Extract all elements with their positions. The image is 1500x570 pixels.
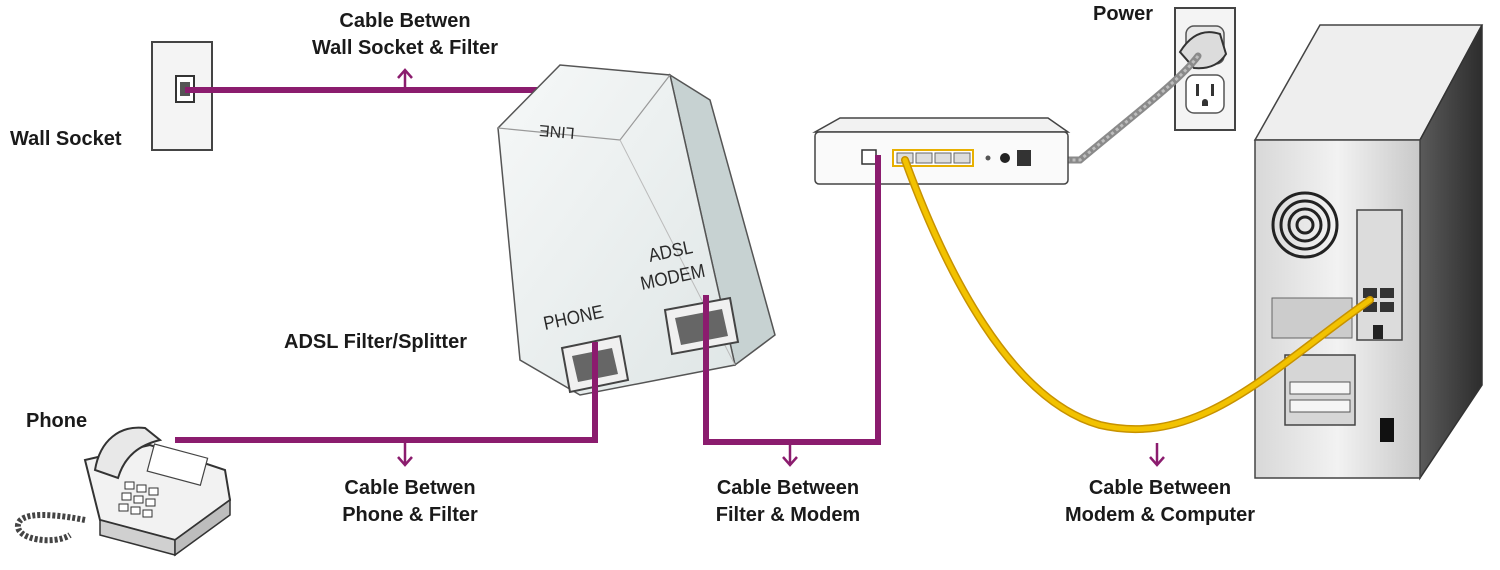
cable-wall-to-filter: [185, 87, 558, 112]
power-cable-texture: [1030, 55, 1200, 162]
power-outlet-icon: [1174, 7, 1236, 131]
arrow-down-icon: [397, 440, 413, 467]
adsl-splitter-icon: LINE PHONE ADSL MODEM: [497, 64, 776, 396]
computer-tower-icon: [1253, 24, 1484, 481]
arrow-down-icon: [782, 442, 798, 467]
cable-filter-modem-label: Cable Between Filter & Modem: [715, 477, 861, 526]
telephone-icon: [15, 426, 232, 557]
cable-phone-filter-label: Cable Betwen Phone & Filter: [342, 477, 478, 526]
phone-label: Phone: [26, 410, 88, 432]
cable-wall-filter-label: Cable Betwen Wall Socket & Filter: [312, 10, 498, 59]
splitter-line-label: LINE: [538, 121, 575, 141]
wall-socket-icon: [151, 41, 213, 151]
wall-socket-label: Wall Socket: [10, 128, 122, 150]
arrow-down-icon: [1149, 443, 1165, 467]
power-label: Power: [1093, 3, 1154, 25]
cable-filter-to-modem: [703, 155, 881, 445]
cable-modem-computer-label: Cable Between Modem & Computer: [1065, 477, 1255, 526]
modem-icon: [812, 117, 1071, 185]
splitter-label: ADSL Filter/Splitter: [284, 331, 467, 353]
arrow-up-icon: [397, 68, 413, 90]
cable-phone-to-filter: [175, 342, 598, 443]
cable-modem-to-computer-highlight: [902, 157, 1373, 432]
